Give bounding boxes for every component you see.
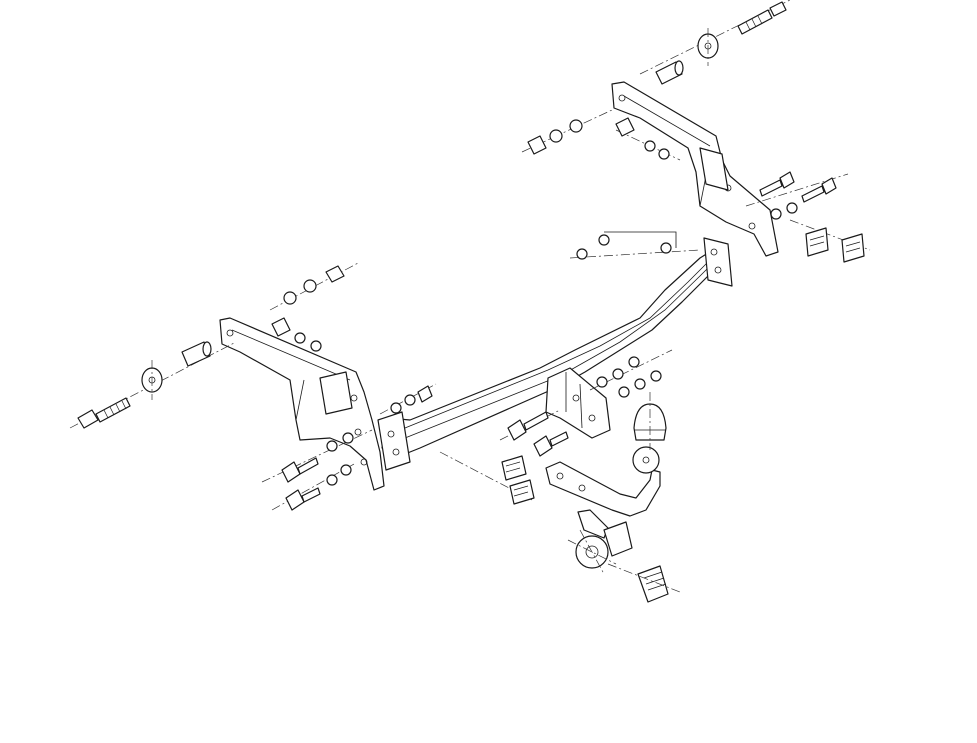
right-spacer-tube	[655, 60, 684, 85]
right-upper-nut-group	[521, 109, 681, 161]
ball-mount-bracket	[545, 367, 611, 439]
right-side-bolt-group	[745, 171, 849, 220]
left-lower-bolt-group	[261, 429, 373, 511]
center-bolts	[499, 409, 569, 457]
cross-beam	[381, 247, 727, 457]
left-spacer-washer	[141, 360, 163, 400]
right-cage-nuts	[789, 219, 871, 263]
left-beam-end-plate	[377, 411, 411, 471]
electric-socket-plate	[577, 509, 609, 539]
right-beam-nut-group	[569, 231, 701, 260]
tow-ball-arm	[545, 446, 661, 517]
left-spacer-tube	[181, 341, 212, 367]
center-nut-group	[589, 349, 673, 398]
right-spacer-washer	[697, 28, 719, 66]
right-side-arm	[611, 81, 779, 257]
right-long-bolt	[639, 0, 791, 75]
tow-ball-cap	[633, 392, 667, 450]
right-beam-end-plate	[703, 237, 733, 287]
left-beam-nut-group	[379, 383, 437, 415]
socket-plug	[607, 563, 681, 603]
center-cage-nuts	[439, 451, 535, 505]
left-upper-nut-group	[269, 261, 361, 352]
electric-socket	[567, 521, 633, 575]
left-side-arm	[219, 317, 385, 491]
